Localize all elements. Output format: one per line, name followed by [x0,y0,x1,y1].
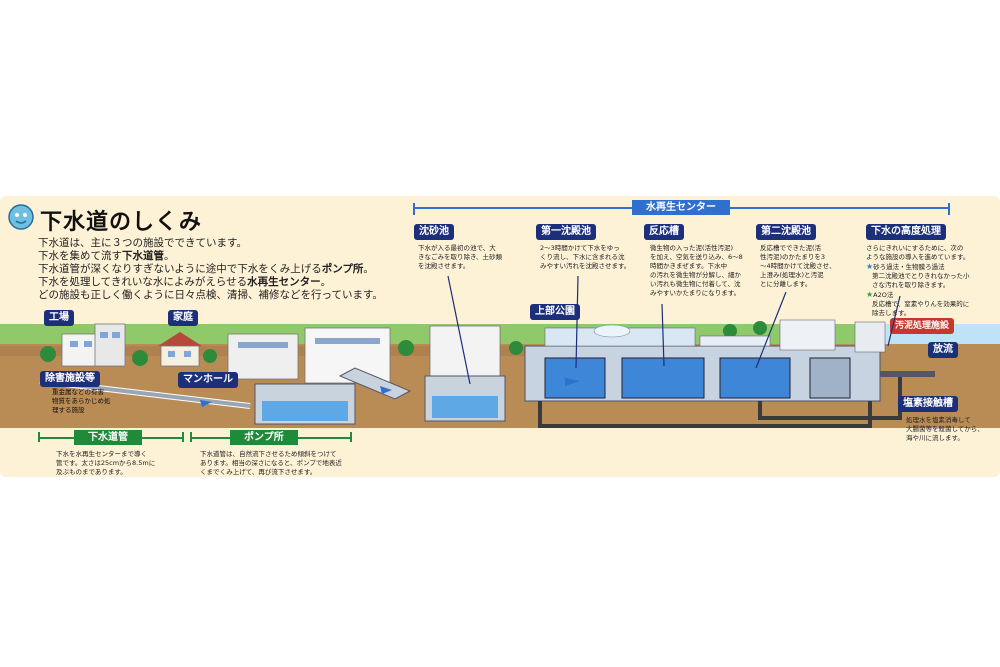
label-grit-chamber: 沈砂池 [414,224,454,240]
label-upper-park: 上部公園 [530,304,580,320]
intro-line-3: 下水道管が深くなりすぎないように途中で下水をくみ上げるポンプ所。 [38,263,374,275]
desc-primary-sedimentation: 2～3時間かけて下水をゆっくり流し、下水に含まれる沈みやすい汚れを沈殿させます。 [540,244,631,270]
desc-chlorine-tank: 処理水を塩素消毒して大腸菌等を殺菌してから、海や川に流します。 [906,416,984,442]
diagram-panel: 下水道のしくみ 下水道は、主に３つの施設でできています。 下水を集めて流す下水道… [0,196,1000,477]
label-home: 家庭 [168,310,198,326]
center-label: 水再生センター [632,200,730,215]
desc-pump-station: 下水道管は、自然流下させるため傾斜をつけてあります。相当の深さになると、ポンプで… [200,450,342,476]
desc-advanced-treatment: さらにきれいにするために、次のような施設の導入を進めています。 ★砂ろ過法・生物… [866,244,970,317]
pump-station-building [227,327,391,384]
flow-arrows [200,378,580,407]
desc-sewer-pipe: 下水を水再生センターまで導く管です。太さは25cmから8.5mに及ぶものまであり… [56,450,156,476]
label-pretreatment: 除害施設等 [40,371,100,387]
desc-grit-chamber: 下水が入る最初の池で、大きなごみを取り除き、土砂類を沈殿させます。 [418,244,503,270]
page-title: 下水道のしくみ [40,210,202,235]
label-primary-sedimentation: 第一沈殿池 [536,224,596,240]
green-star-icon: ★ [866,290,874,299]
mascot-icon [8,204,34,230]
pump-station-underground [254,367,412,425]
bar-label-pump-station: ポンプ所 [230,430,298,445]
factory-building [61,323,126,367]
intro-line-4: 下水を処理してきれいな水によみがえらせる水再生センター。 [38,276,332,288]
label-factory: 工場 [44,310,74,326]
intro-line-2: 下水を集めて流す下水道管。 [38,250,175,262]
desc-pretreatment: 重金属などの有害物質をあらかじめ処理する施設 [52,388,111,414]
intro-line-1: 下水道は、主に３つの施設でできています。 [38,237,247,249]
sludge-return-pipes [538,371,902,428]
label-discharge: 放流 [928,342,958,358]
grit-chamber-building [424,325,506,422]
label-sludge-facility: 汚泥処理施設 [890,318,955,334]
label-secondary-sedimentation: 第二沈殿池 [756,224,816,240]
intro-line-5: どの施設も正しく働くように日々点検、清掃、補修などを行っています。 [38,289,383,301]
house-building [158,332,202,367]
label-chlorine-tank: 塩素接触槽 [898,396,958,412]
desc-secondary-sedimentation: 反応槽でできた泥(活性汚泥)のかたまりを3～4時間かけて沈殿させ、 上澄み(処理… [760,244,836,288]
bar-label-sewer-pipe: 下水道管 [74,430,142,445]
blue-star-icon: ★ [866,262,874,271]
label-advanced-treatment: 下水の高度処理 [866,224,946,240]
label-manhole: マンホール [178,372,238,388]
label-reactor: 反応槽 [644,224,684,240]
